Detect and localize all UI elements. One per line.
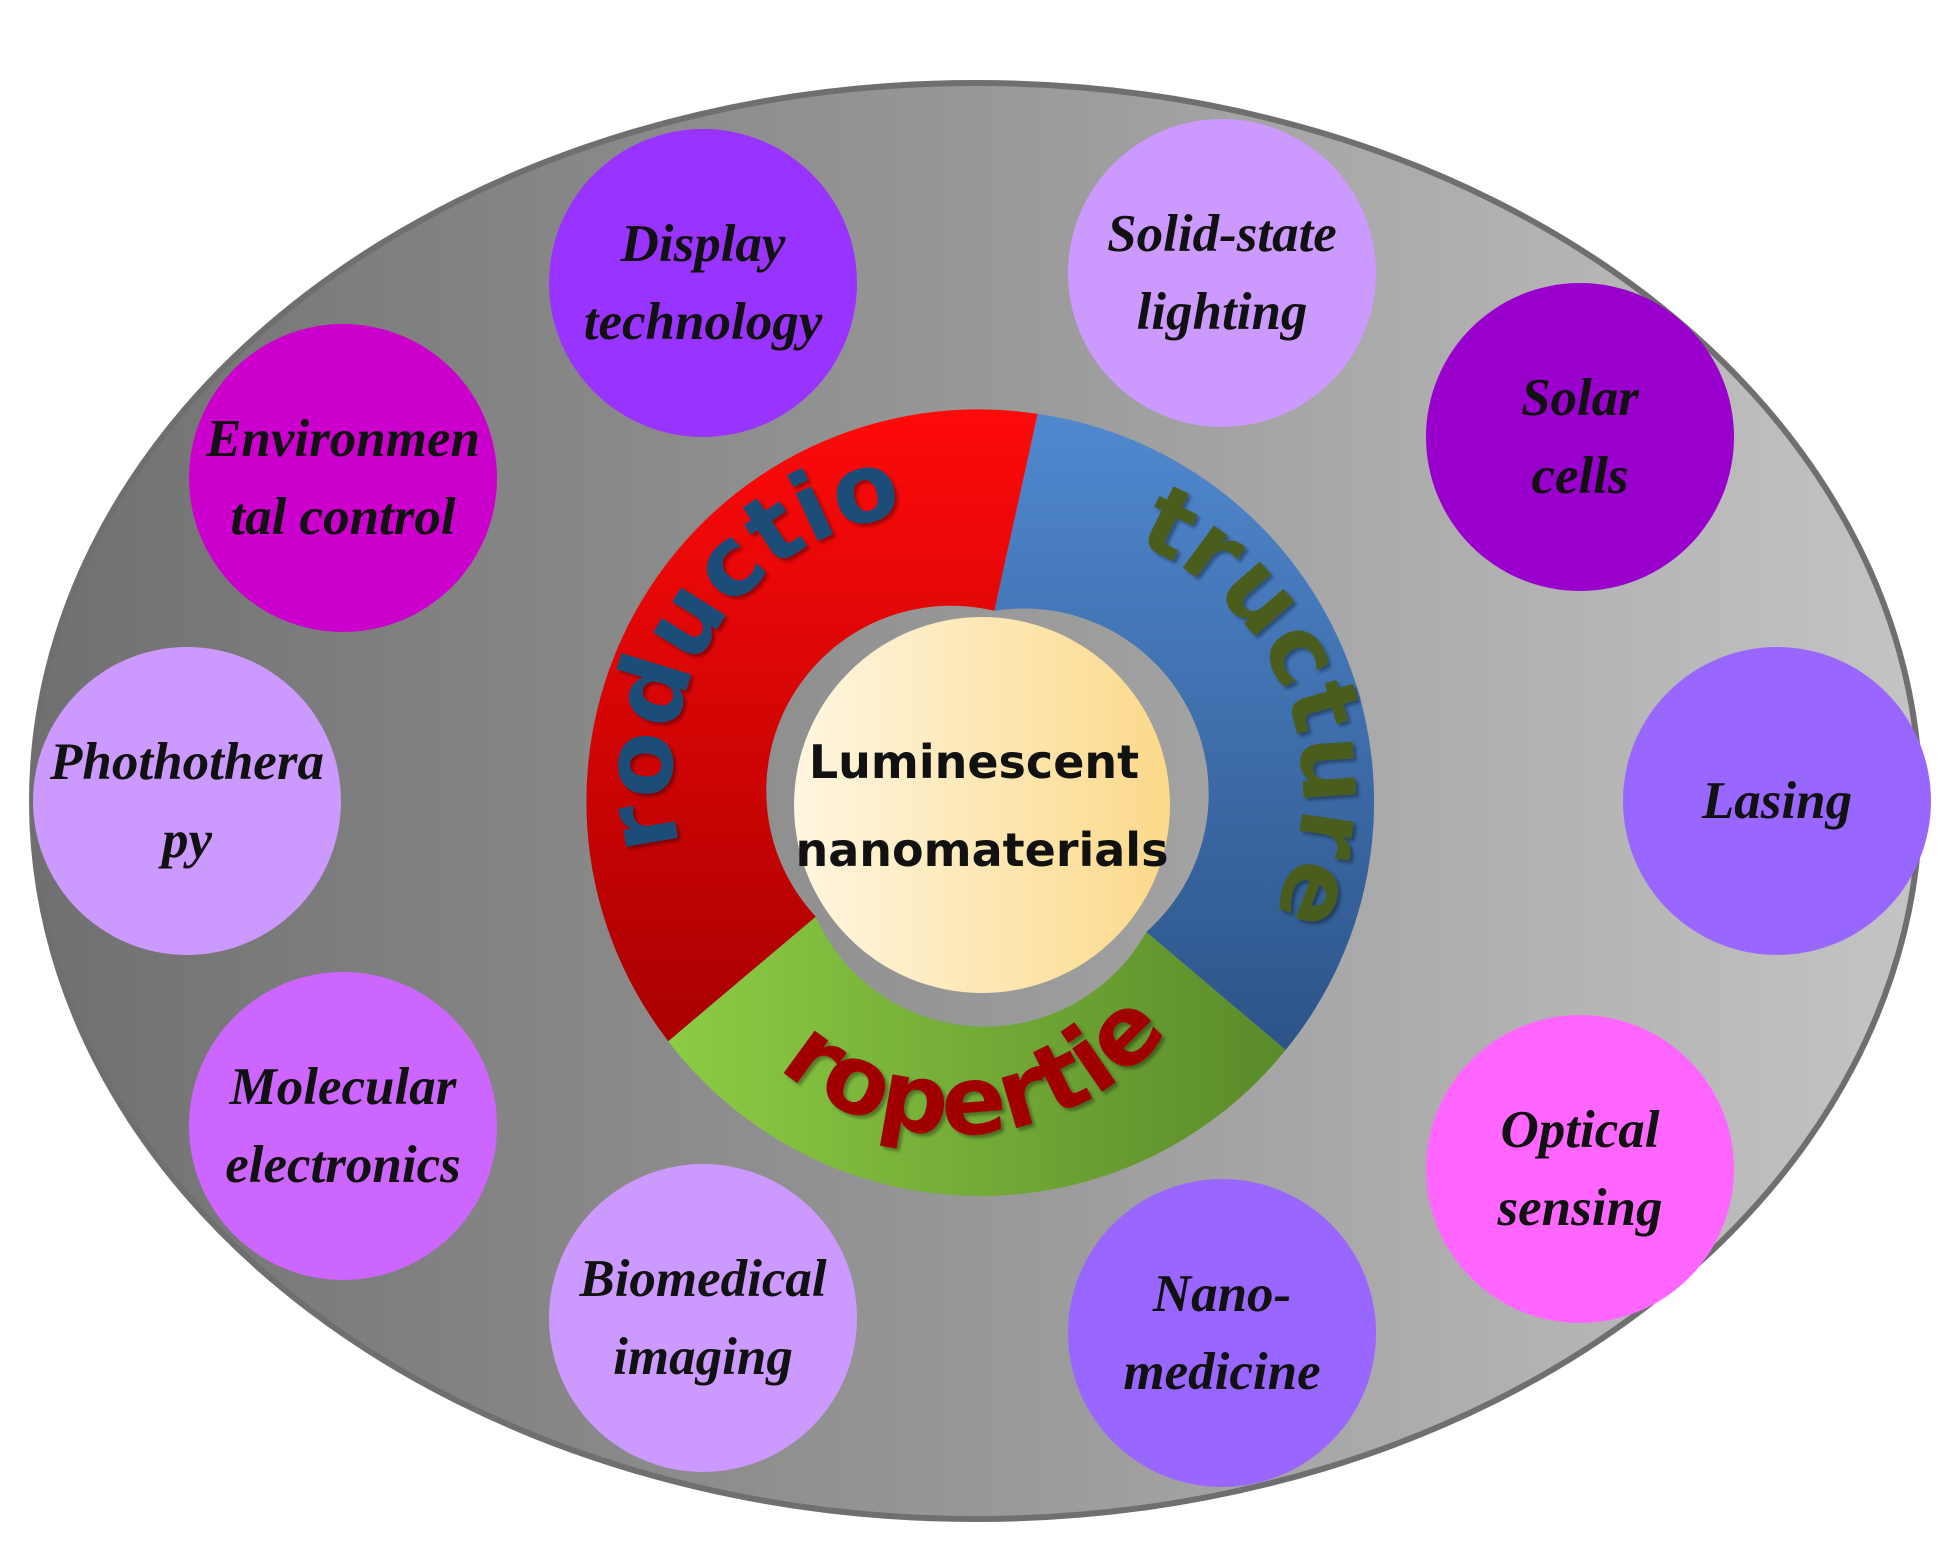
application-bubbles: Display technology Solid-state lightingSola… xyxy=(33,119,1931,1487)
application-bubble-label: Optical sensing xyxy=(1497,1101,1663,1237)
application-bubble-label: Lasing xyxy=(1701,772,1852,830)
application-bubble-label-line: Optical xyxy=(1501,1101,1660,1159)
application-bubble: Environmen tal control xyxy=(189,324,497,632)
application-bubble-label: Solar cells xyxy=(1521,369,1640,505)
application-bubble: Display technology xyxy=(549,129,857,437)
application-bubble-label-line: Solid-state xyxy=(1107,205,1337,263)
application-bubble-label-line: py xyxy=(158,811,213,869)
application-bubble-circle xyxy=(33,647,341,955)
application-bubble-label-line: Display xyxy=(620,215,786,273)
application-bubble: Nano-medicine xyxy=(1068,1179,1376,1487)
application-bubble-label-line: Phothothera xyxy=(49,733,324,791)
application-bubble-label-line: Environmen xyxy=(205,410,480,468)
center-disc xyxy=(794,617,1170,993)
application-bubble-circle xyxy=(1426,283,1734,591)
application-bubble-label-line: technology xyxy=(584,293,823,351)
application-bubble: Phothothera py xyxy=(33,647,341,955)
application-bubble-circle xyxy=(1068,1179,1376,1487)
application-bubble-label: Display technology xyxy=(584,215,823,351)
application-bubble-label: Solid-state lighting xyxy=(1107,205,1337,341)
application-bubble-label-line: tal control xyxy=(230,488,456,546)
application-bubble-label-line: electronics xyxy=(225,1136,461,1194)
application-bubble-label: Nano-medicine xyxy=(1123,1265,1320,1401)
application-bubble-label: Biomedical imaging xyxy=(578,1250,827,1386)
center-title: Luminescent nanomaterials xyxy=(796,735,1169,877)
application-bubble-label-line: lighting xyxy=(1137,283,1308,341)
application-bubble-circle xyxy=(1623,647,1931,955)
center-title-line-2: nanomaterials xyxy=(796,823,1169,877)
application-bubble-circle xyxy=(549,129,857,437)
application-bubble-label: Phothothera py xyxy=(49,733,324,869)
application-bubble: Biomedical imaging xyxy=(549,1164,857,1472)
application-bubble-circle xyxy=(1068,119,1376,427)
ring-segment-properties xyxy=(668,916,1286,1197)
application-bubble-circle xyxy=(1426,1015,1734,1323)
application-bubble-label-line: Molecular xyxy=(229,1058,458,1116)
application-bubble-label-line: Solar xyxy=(1521,369,1640,427)
application-bubble-circle xyxy=(189,972,497,1280)
application-bubble-circle xyxy=(189,324,497,632)
application-bubble: Lasing xyxy=(1623,647,1931,955)
ring-segment-structure xyxy=(994,413,1375,1050)
application-bubble-label-line: Nano- xyxy=(1152,1265,1291,1323)
ring-segment-production xyxy=(586,409,1038,1042)
application-bubble-label: Environmen tal control xyxy=(205,410,480,546)
application-bubble-label-line: Lasing xyxy=(1701,772,1852,830)
application-bubble: Solar cells xyxy=(1426,283,1734,591)
application-bubble-label-line: cells xyxy=(1531,447,1628,505)
application-bubble-label-line: Biomedical xyxy=(578,1250,827,1308)
application-bubble-label: Molecular electronics xyxy=(225,1058,461,1194)
application-bubble-label-line: medicine xyxy=(1123,1343,1320,1401)
center-title-line-1: Luminescent xyxy=(809,735,1139,789)
application-bubble-label-line: imaging xyxy=(613,1328,793,1386)
application-bubble: Molecular electronics xyxy=(189,972,497,1280)
ring xyxy=(586,409,1375,1197)
application-bubble: Solid-state lighting xyxy=(1068,119,1376,427)
application-bubble: Optical sensing xyxy=(1426,1015,1734,1323)
application-bubble-circle xyxy=(549,1164,857,1472)
application-bubble-label-line: sensing xyxy=(1497,1179,1663,1237)
